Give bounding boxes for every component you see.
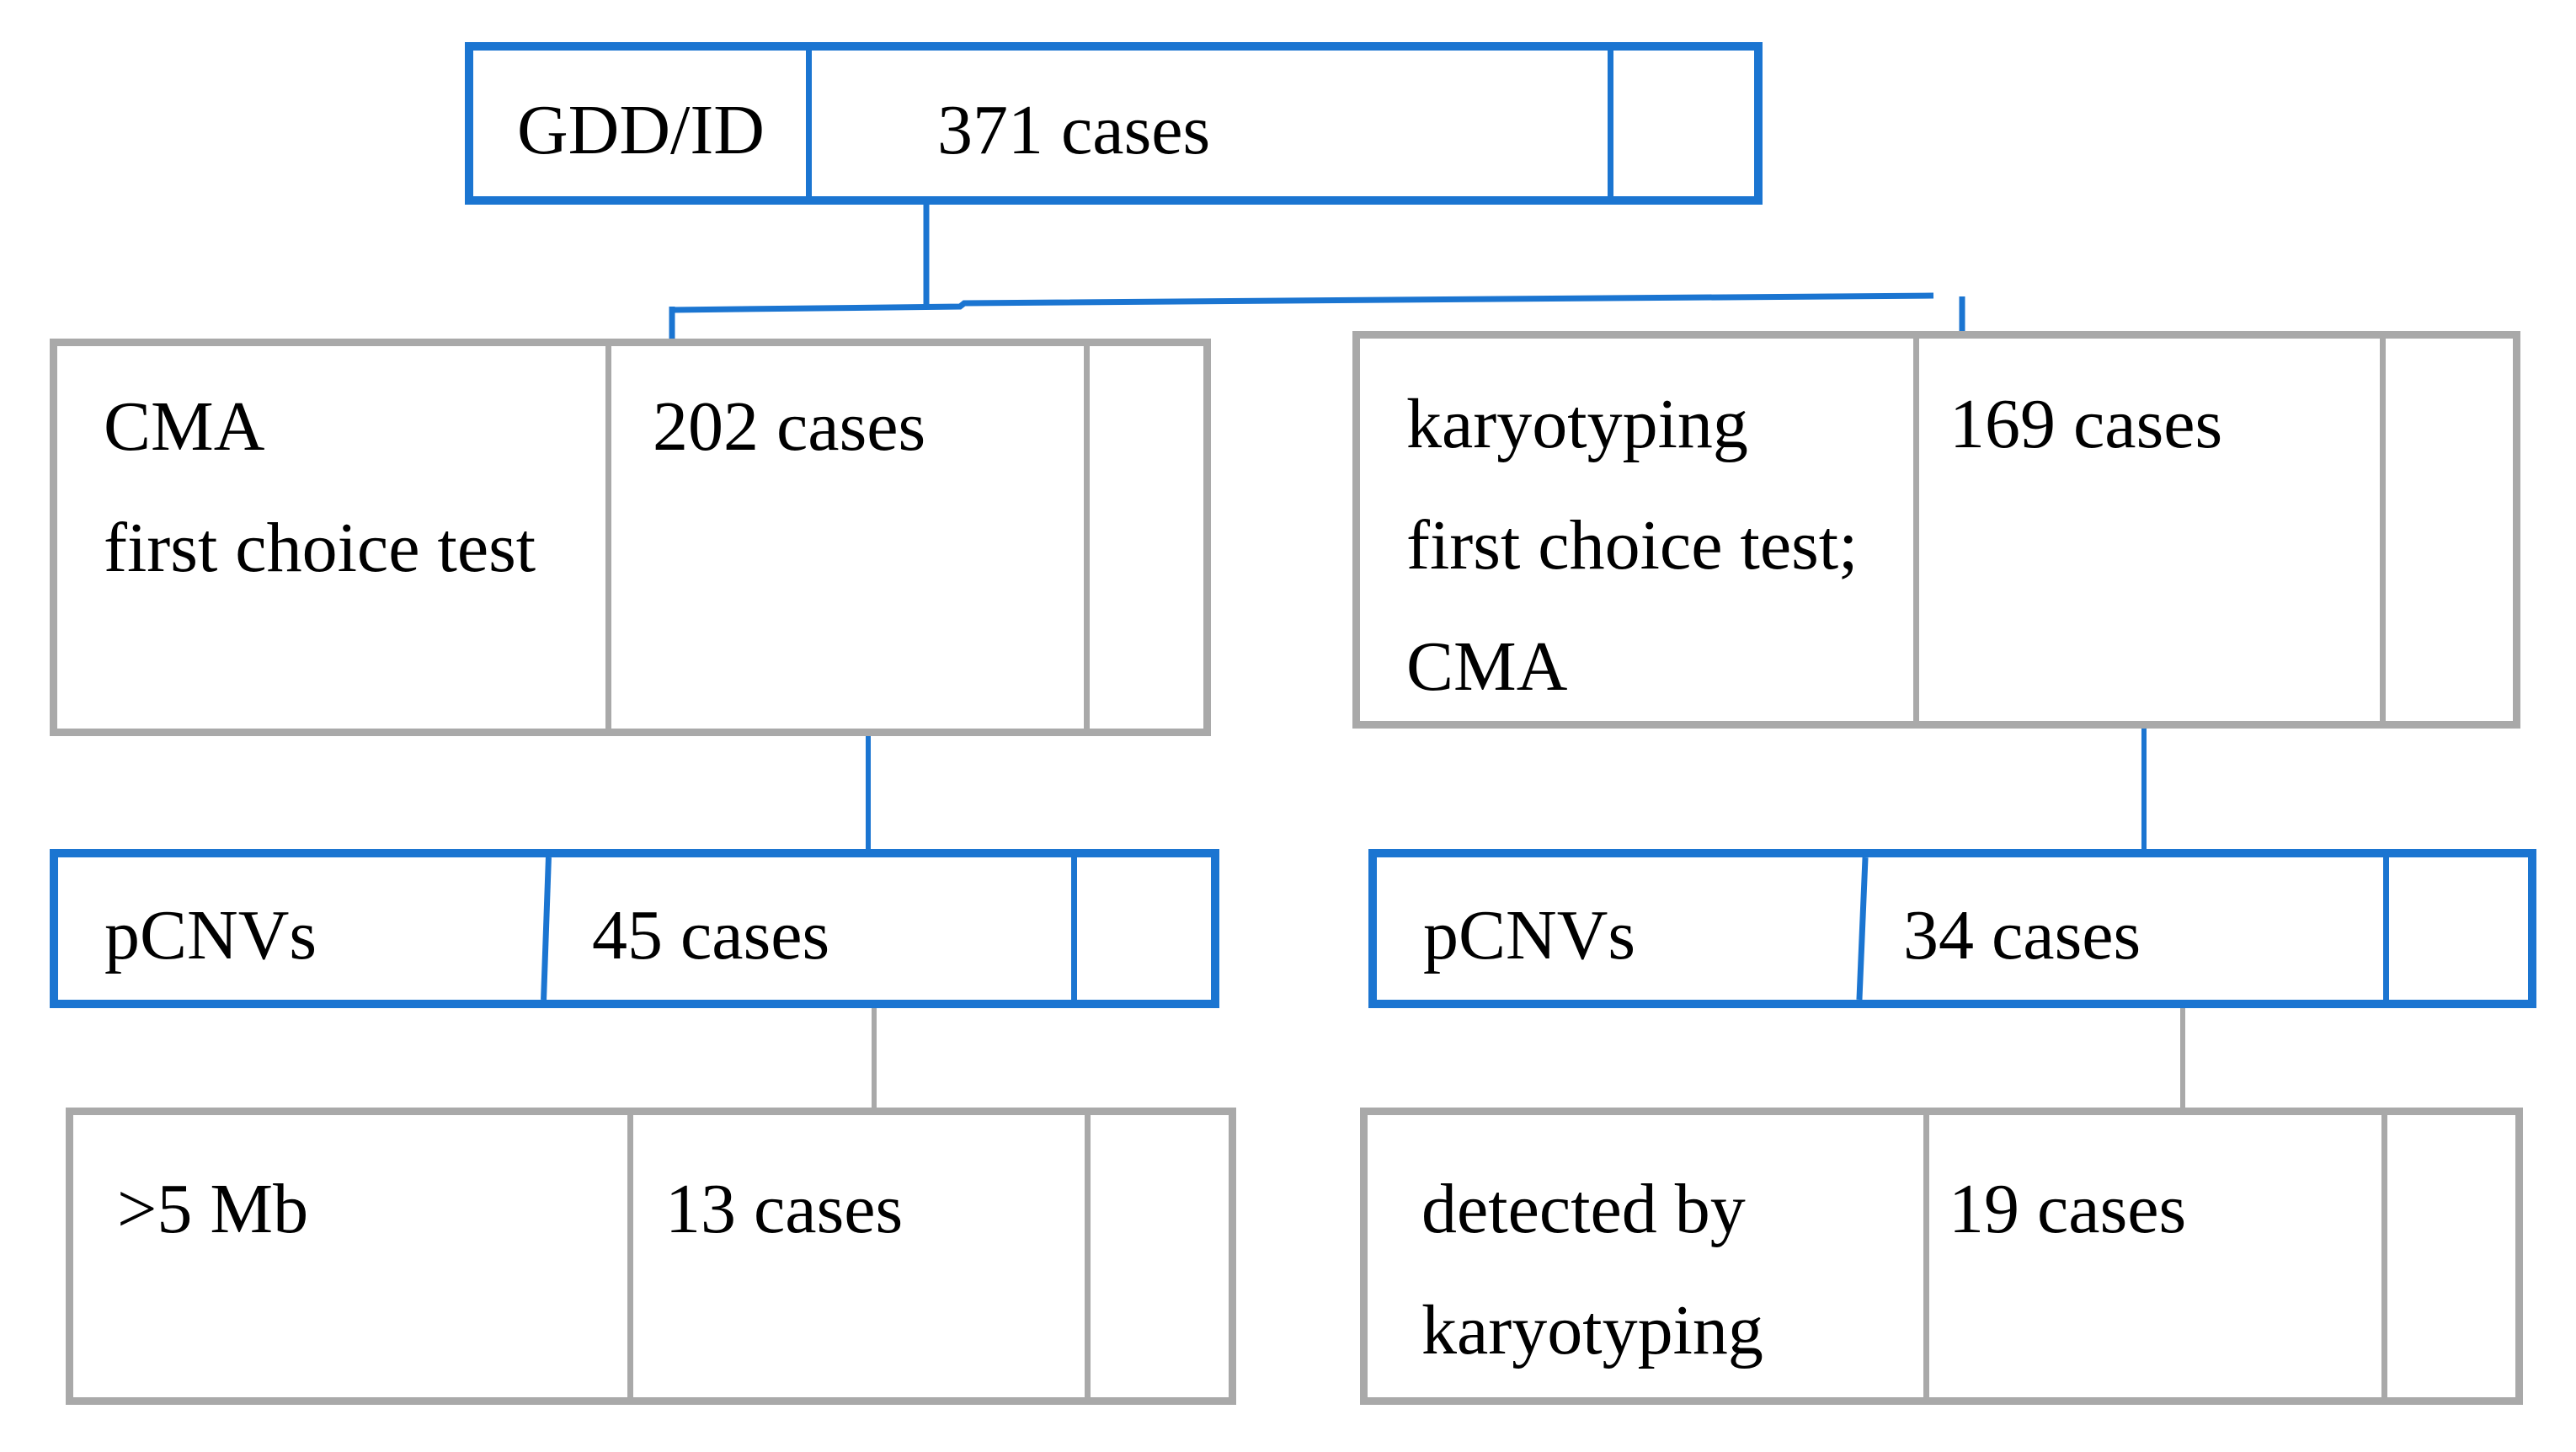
root-box: GDD/ID 371 cases [465, 42, 1763, 205]
karyotyping-pcnvs-value: 34 cases [1903, 895, 2141, 974]
karyotyping-branch-label-line1: karyotyping [1406, 385, 1748, 463]
cma-pcnvs-label: pCNVs [104, 895, 317, 974]
cma-over5mb-value: 13 cases [665, 1170, 904, 1248]
karyotyping-branch-label-line3: CMA [1406, 627, 1568, 706]
karyotyping-detected-divider-1 [1923, 1115, 1929, 1397]
karyotyping-detected-value: 19 cases [1949, 1170, 2187, 1248]
root-divider-2 [1608, 51, 1613, 196]
karyotyping-pcnvs-divider-2 [2383, 857, 2389, 1000]
karyotyping-pcnvs-divider-1 [1856, 857, 1869, 1001]
cma-branch-divider-1 [605, 346, 611, 729]
cma-branch-label-line2: first choice test [104, 509, 536, 587]
karyotyping-branch-divider-2 [2380, 339, 2386, 721]
cma-branch-label-line1: CMA [104, 387, 265, 466]
karyotyping-branch-label: karyotyping first choice test; CMA [1406, 364, 1858, 728]
karyotyping-branch-value: 169 cases [1949, 385, 2223, 463]
karyotyping-branch-label-line2: first choice test; [1406, 506, 1859, 585]
cma-over5mb-label: >5 Mb [117, 1170, 309, 1248]
root-value: 371 cases [937, 90, 1211, 169]
karyotyping-pcnvs-label: pCNVs [1423, 895, 1636, 974]
cma-pcnvs-divider-2 [1071, 857, 1077, 1000]
root-divider-1 [806, 51, 812, 196]
cma-pcnvs-value: 45 cases [592, 895, 830, 974]
cma-branch-value: 202 cases [653, 387, 926, 466]
cma-over5mb-divider-2 [1085, 1115, 1091, 1397]
karyotyping-branch-divider-1 [1913, 339, 1919, 721]
karyotyping-branch-box: karyotyping first choice test; CMA 169 c… [1352, 331, 2520, 729]
cma-branch-box: CMA first choice test 202 cases [50, 339, 1211, 736]
cma-pcnvs-divider-1 [541, 857, 552, 1001]
karyotyping-detected-label: detected by karyotyping [1421, 1149, 1763, 1391]
cma-pcnvs-box: pCNVs 45 cases [50, 849, 1219, 1008]
karyotyping-pcnvs-box: pCNVs 34 cases [1368, 849, 2536, 1008]
connector-branch-crossbar [671, 292, 1934, 313]
cma-over5mb-box: >5 Mb 13 cases [66, 1108, 1236, 1405]
cma-branch-label: CMA first choice test [104, 366, 536, 609]
cma-over5mb-divider-1 [627, 1115, 633, 1397]
karyotyping-detected-label-line2: karyotyping [1421, 1291, 1763, 1369]
cma-branch-divider-2 [1084, 346, 1090, 729]
karyotyping-detected-box: detected by karyotyping 19 cases [1360, 1108, 2523, 1405]
root-label: GDD/ID [517, 90, 765, 169]
karyotyping-detected-divider-2 [2381, 1115, 2387, 1397]
karyotyping-detected-label-line1: detected by [1421, 1170, 1746, 1248]
